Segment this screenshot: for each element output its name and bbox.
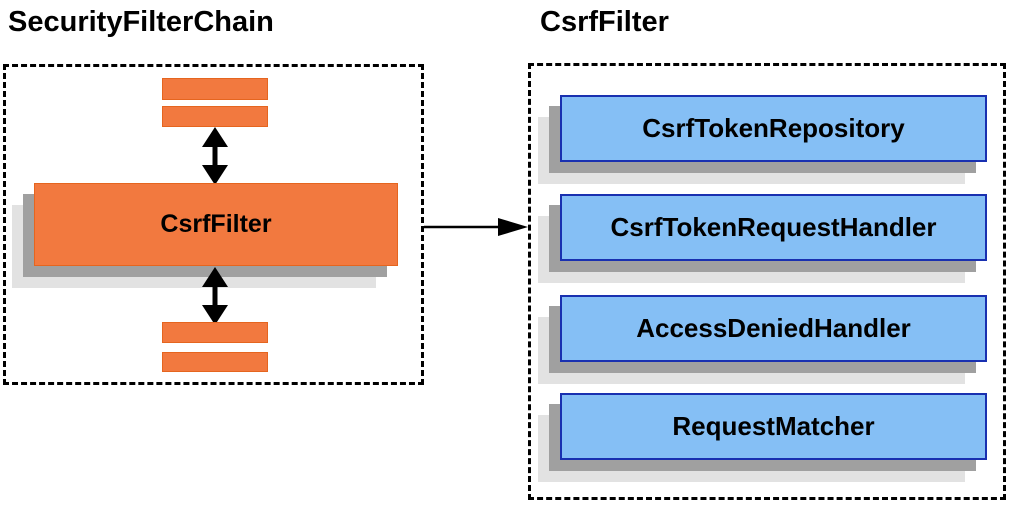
component-request-matcher: RequestMatcher [560, 393, 987, 460]
other-filter-bar-top-1 [162, 78, 268, 100]
other-filter-bar-bottom-1 [162, 322, 268, 343]
bidirectional-arrow-icon-top [202, 127, 228, 185]
component-label: CsrfTokenRequestHandler [610, 212, 937, 242]
component-access-denied-handler: AccessDeniedHandler [560, 295, 987, 362]
security-filter-chain-container [3, 64, 424, 385]
security-filter-chain-title: SecurityFilterChain [8, 6, 274, 38]
component-label: CsrfTokenRepository [642, 113, 905, 143]
bidirectional-arrow-icon-bottom [202, 267, 228, 325]
csrf-filter-box: CsrfFilter [34, 183, 398, 266]
component-label: AccessDeniedHandler [636, 313, 911, 343]
other-filter-bar-top-2 [162, 106, 268, 127]
other-filter-bar-bottom-2 [162, 352, 268, 372]
component-csrf-token-repository: CsrfTokenRepository [560, 95, 987, 162]
flow-arrow-icon [424, 218, 528, 236]
csrf-filter-container [528, 63, 1006, 500]
component-csrf-token-request-handler: CsrfTokenRequestHandler [560, 194, 987, 261]
csrf-filter-panel-title: CsrfFilter [540, 6, 669, 38]
csrf-filter-box-label: CsrfFilter [160, 210, 272, 238]
component-label: RequestMatcher [672, 411, 875, 441]
